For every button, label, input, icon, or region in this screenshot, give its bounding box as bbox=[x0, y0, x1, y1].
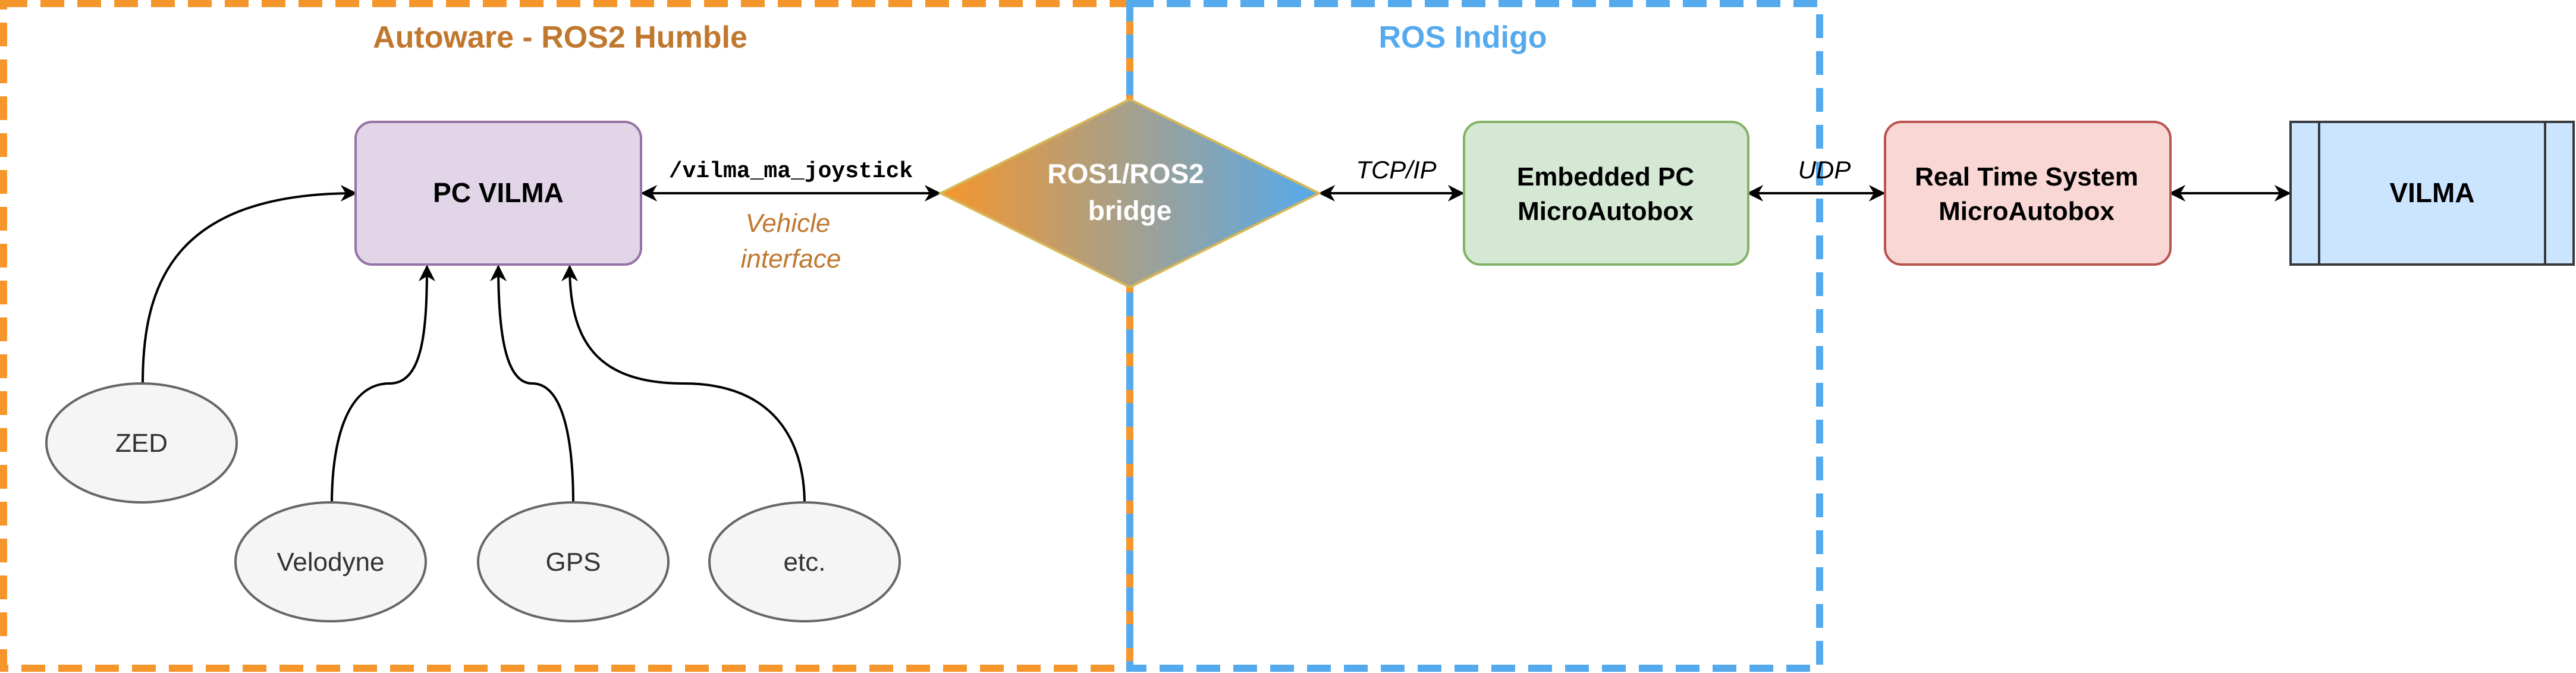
edge-zed-to-pc bbox=[142, 185, 357, 384]
etc-node: etc. bbox=[708, 501, 901, 622]
embedded-pc-label-line2: MicroAutobox bbox=[1518, 197, 1694, 226]
embedded-pc-node: Embedded PC MicroAutobox bbox=[1463, 121, 1749, 266]
joystick-topic-label: /vilma_ma_joystick bbox=[669, 159, 913, 184]
edge-gps-to-pc bbox=[490, 265, 574, 505]
velodyne-label: Velodyne bbox=[277, 548, 384, 577]
udp-label: UDP bbox=[1798, 156, 1851, 184]
tcp-ip-label: TCP/IP bbox=[1356, 156, 1436, 184]
gps-label: GPS bbox=[546, 548, 601, 577]
velodyne-node: Velodyne bbox=[234, 501, 427, 622]
bridge-label-line1: ROS1/ROS2 bbox=[1047, 158, 1204, 189]
edge-velodyne-to-pc bbox=[331, 265, 435, 505]
vilma-label: VILMA bbox=[2389, 177, 2474, 208]
pc-vilma-label: PC VILMA bbox=[433, 177, 564, 208]
realtime-label-line1: Real Time System bbox=[1915, 162, 2138, 191]
vehicle-interface-label-line1: Vehicle bbox=[746, 209, 831, 238]
vilma-node: VILMA bbox=[2289, 121, 2575, 266]
vehicle-interface-label-line2: interface bbox=[741, 244, 841, 273]
zed-label: ZED bbox=[115, 429, 168, 458]
ros-indigo-region-title: ROS Indigo bbox=[1378, 20, 1547, 55]
embedded-pc-label-line1: Embedded PC bbox=[1517, 162, 1694, 191]
zed-node: ZED bbox=[45, 382, 238, 504]
pc-vilma-node: PC VILMA bbox=[354, 121, 642, 266]
realtime-label-line2: MicroAutobox bbox=[1939, 197, 2115, 226]
gps-node: GPS bbox=[477, 501, 670, 622]
ros-bridge-node: ROS1/ROS2 bridge bbox=[938, 98, 1322, 289]
bridge-label-line2: bridge bbox=[1088, 195, 1172, 226]
edge-etc-to-pc bbox=[561, 265, 806, 505]
ros-indigo-region bbox=[1126, 0, 1823, 672]
autoware-region-title: Autoware - ROS2 Humble bbox=[373, 20, 747, 55]
realtime-system-node: Real Time System MicroAutobox bbox=[1884, 121, 2172, 266]
etc-label: etc. bbox=[784, 548, 826, 577]
